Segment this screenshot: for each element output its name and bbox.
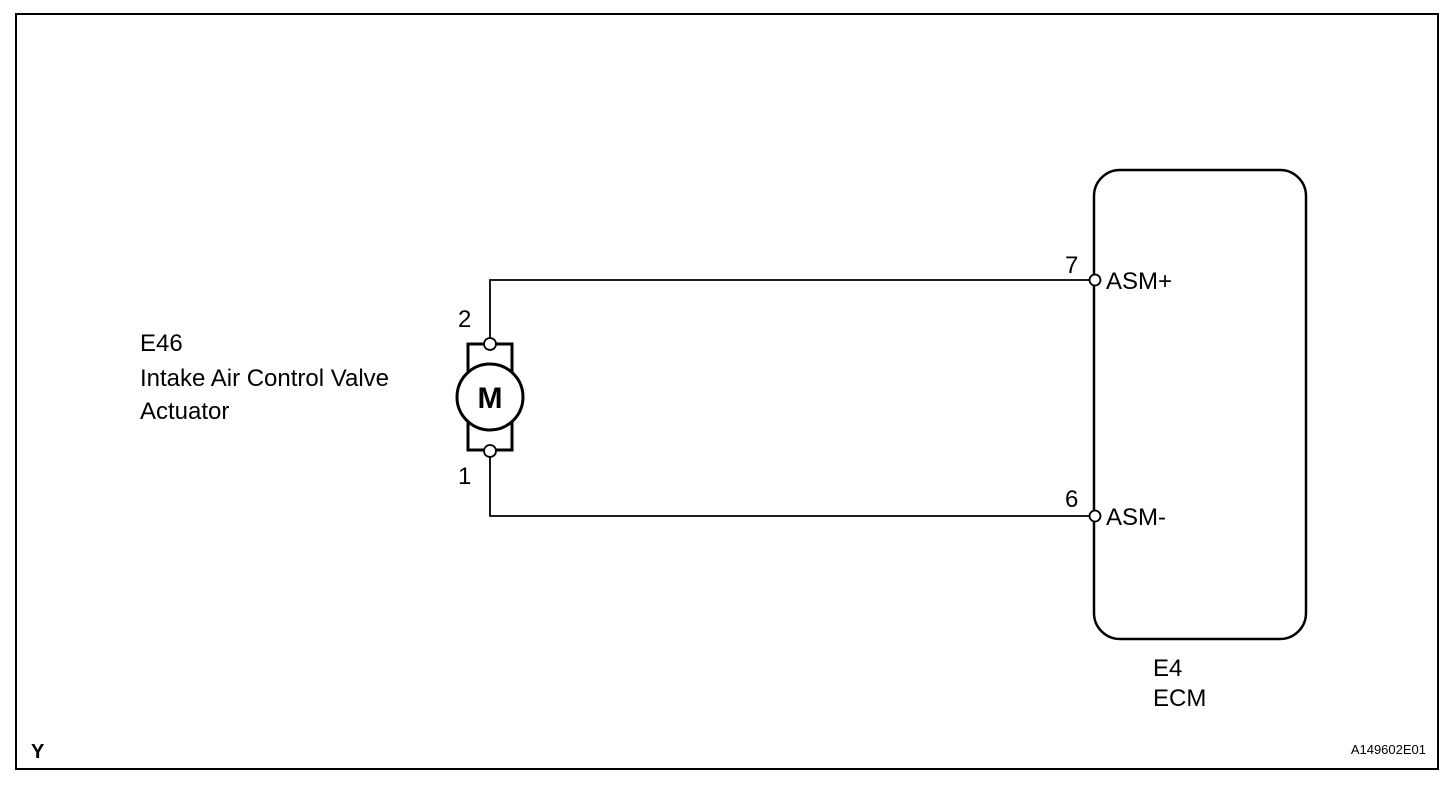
wire-asm-minus (489, 456, 1089, 517)
component-name-line2: Actuator (140, 398, 229, 425)
motor-pin-top-number: 2 (458, 306, 471, 333)
motor-icon (455, 362, 525, 432)
component-code: E46 (140, 330, 183, 357)
motor-terminal-bottom (483, 444, 497, 458)
wire-asm-plus (489, 279, 1089, 338)
ecm-terminal-top (1088, 273, 1102, 287)
ecm-code: E4 (1153, 655, 1182, 682)
wire-color-code: Y (31, 741, 45, 763)
component-name-line1: Intake Air Control Valve (140, 365, 389, 392)
motor-pin-bottom-number: 1 (458, 463, 471, 490)
ecm-pin-bottom-label: ASM- (1106, 504, 1166, 531)
ecm-pin-bottom-number: 6 (1065, 486, 1078, 513)
figure-id: A149602E01 (1351, 742, 1426, 757)
diagram-frame (15, 13, 1439, 770)
ecm-pin-top-label: ASM+ (1106, 268, 1172, 295)
motor-terminal-top (483, 337, 497, 351)
ecm-box (1092, 168, 1308, 641)
motor-symbol: M (478, 382, 503, 415)
ecm-pin-top-number: 7 (1065, 252, 1078, 279)
ecm-name: ECM (1153, 685, 1206, 712)
ecm-terminal-bottom (1088, 509, 1102, 523)
